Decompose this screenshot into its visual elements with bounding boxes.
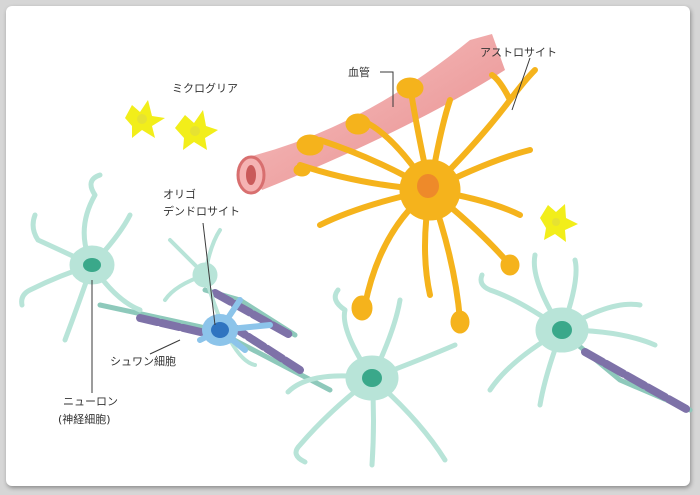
label-schwann-cell: シュワン細胞 — [110, 355, 176, 368]
neuron-small — [163, 228, 257, 367]
microglia-1 — [125, 100, 165, 138]
label-neuron-line1: ニューロン — [63, 395, 118, 408]
astrocyte — [293, 67, 538, 334]
label-microglia: ミクログリア — [172, 81, 238, 95]
label-leaders — [91, 57, 531, 393]
diagram-card — [6, 6, 690, 486]
label-oligodendrocyte-line2: デンドロサイト — [163, 204, 240, 218]
label-blood-vessel: 血管 — [348, 65, 370, 79]
microglia-3 — [540, 204, 578, 242]
neuron-right — [478, 252, 658, 408]
neuron-center — [285, 287, 458, 468]
blood-vessel — [236, 34, 505, 195]
label-oligodendrocyte-line1: オリゴ — [163, 187, 196, 201]
label-neuron-line2: (神経細胞) — [58, 412, 111, 426]
label-astrocyte: アストロサイト — [480, 46, 557, 59]
oligodendrocyte — [197, 297, 273, 353]
microglia-2 — [175, 110, 218, 150]
neuron-left — [19, 172, 143, 343]
